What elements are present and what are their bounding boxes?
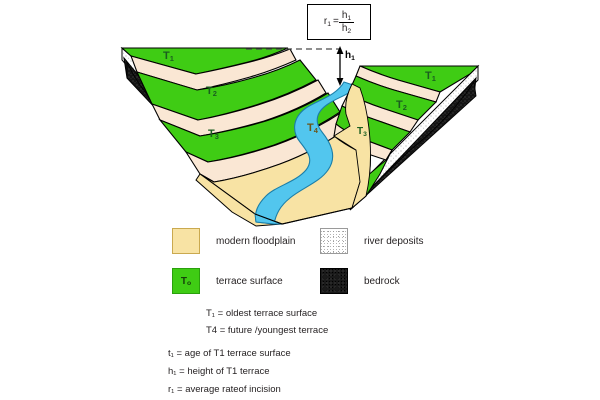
- floodplain-right-edge: [333, 83, 371, 210]
- bedrock-swatch: [320, 268, 348, 294]
- formula-numerator: h1: [341, 9, 352, 22]
- legend-label-terrace-surface: terrace surface: [216, 275, 283, 287]
- legend-item-river-deposits: river deposits: [320, 228, 423, 254]
- valley-bottom-outline: [254, 207, 353, 225]
- caption-rate-definition: r₁ = average rateof incision: [168, 384, 281, 395]
- formula-equals: =: [332, 16, 339, 27]
- deposits-swatch: [320, 228, 348, 254]
- caption-t4-definition: T4 = future /youngest terrace: [206, 325, 329, 336]
- label-h1-height: h1: [345, 50, 355, 62]
- caption-t1-definition: T₁ = oldest terrace surface: [206, 308, 318, 319]
- legend-label-bedrock: bedrock: [364, 275, 400, 287]
- legend-item-modern-floodplain: modern floodplain: [172, 228, 296, 254]
- label-right-terrace-t2: T2: [396, 99, 407, 112]
- incision-rate-formula-box: r1 = h1 h2: [307, 4, 371, 40]
- formula-left-hand-side: r1: [323, 16, 331, 28]
- formula-fraction: h1 h2: [338, 9, 355, 34]
- caption-age-definition: t₁ = age of T1 terrace surface: [168, 348, 291, 359]
- floodplain-swatch: [172, 228, 200, 254]
- formula-denominator: h2: [338, 21, 355, 34]
- label-left-terrace-t1: T1: [163, 50, 174, 63]
- label-right-terrace-t3: T3: [357, 126, 367, 138]
- label-modern-floodplain-t4: T4: [307, 122, 318, 135]
- label-right-terrace-t1: T1: [425, 70, 436, 83]
- legend-label-modern-floodplain: modern floodplain: [216, 235, 296, 247]
- caption-height-definition: h₁ = height of T1 terrace: [168, 366, 270, 377]
- h1-measure-arrow: [336, 46, 344, 86]
- legend-item-bedrock: bedrock: [320, 268, 400, 294]
- label-left-terrace-t2: T2: [206, 85, 217, 98]
- left-terrace-t1-riser: [130, 48, 297, 91]
- label-left-terrace-t3: T3: [208, 128, 219, 141]
- legend-label-river-deposits: river deposits: [364, 235, 424, 247]
